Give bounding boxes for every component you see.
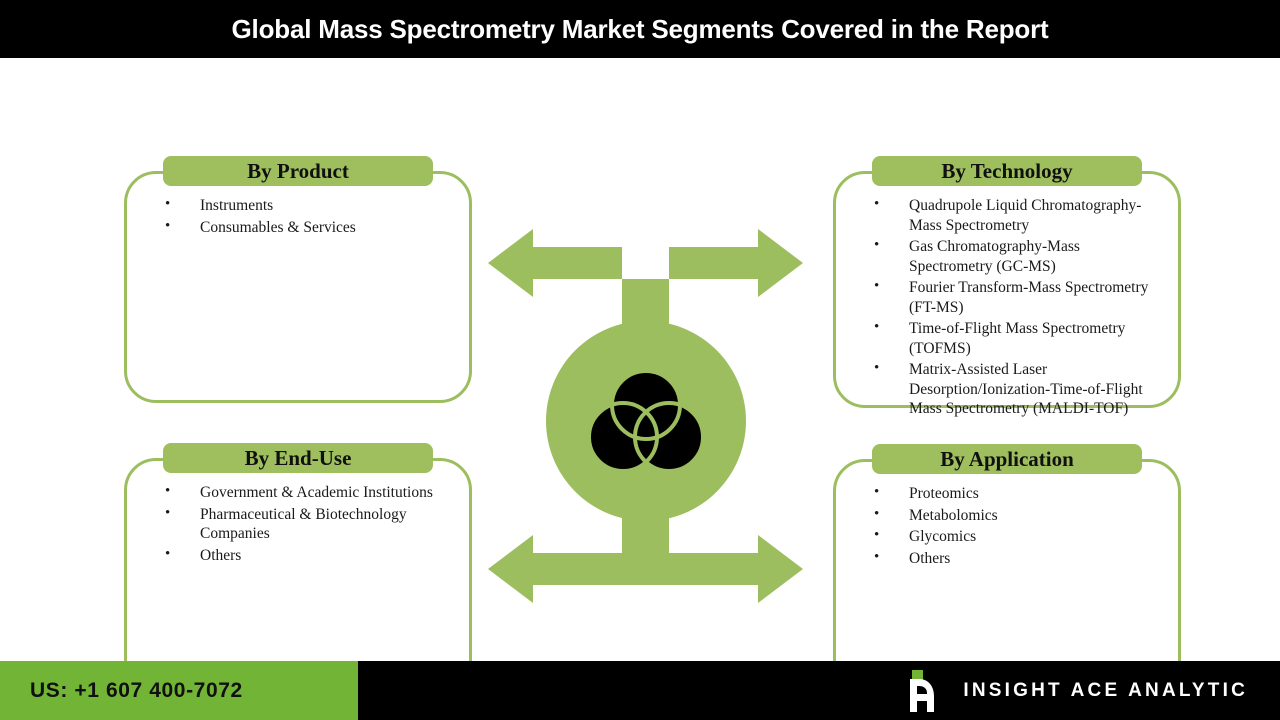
footer-phone-number: US: +1 607 400-7072 [30,678,243,702]
diagram-canvas: By Product Instruments Consumables & Ser… [0,58,1280,692]
double-headed-horizontal-arrow-icon [488,501,803,603]
segment-card-application-header: By Application [872,444,1142,474]
insight-ace-logo-icon [899,668,945,714]
segment-card-enduse-body: Government & Academic Institutions Pharm… [127,482,469,567]
list-item: Fourier Transform-Mass Spectrometry (FT-… [854,277,1164,317]
segment-list-enduse: Government & Academic Institutions Pharm… [145,482,455,566]
segment-card-product-title: By Product [247,158,349,183]
segment-card-technology-body: Quadrupole Liquid Chromatography-Mass Sp… [836,195,1178,421]
list-item: Proteomics [854,483,1164,504]
list-item: Others [854,548,1164,569]
page-title-bar: Global Mass Spectrometry Market Segments… [0,0,1280,58]
segment-card-enduse: By End-Use Government & Academic Institu… [124,443,472,692]
list-item: Quadrupole Liquid Chromatography-Mass Sp… [854,195,1164,235]
segment-card-enduse-title: By End-Use [244,445,352,470]
list-item: Matrix-Assisted Laser Desorption/Ionizat… [854,359,1164,419]
segment-card-technology: By Technology Quadrupole Liquid Chromato… [833,156,1181,417]
list-item: Gas Chromatography-Mass Spectrometry (GC… [854,236,1164,276]
segment-card-application: By Application Proteomics Metabolomics G… [833,444,1181,692]
footer-brand: INSIGHT ACE ANALYTIC [899,661,1248,720]
center-hub [546,321,746,521]
double-headed-horizontal-arrow-icon [488,229,803,331]
list-item: Government & Academic Institutions [145,482,455,503]
segment-card-product: By Product Instruments Consumables & Ser… [124,156,472,403]
venn-diagram-icon [590,369,702,473]
brand-name-text: INSIGHT ACE ANALYTIC [963,679,1248,701]
footer-phone-block: US: +1 607 400-7072 [0,661,358,720]
list-item: Glycomics [854,526,1164,547]
list-item: Pharmaceutical & Biotechnology Companies [145,504,455,544]
page-footer: US: +1 607 400-7072 INSIGHT ACE ANALYTIC [0,661,1280,720]
segment-list-application: Proteomics Metabolomics Glycomics Others [854,483,1164,569]
segment-list-technology: Quadrupole Liquid Chromatography-Mass Sp… [854,195,1164,419]
segment-card-product-header: By Product [163,156,433,186]
list-item: Consumables & Services [145,217,455,238]
list-item: Metabolomics [854,505,1164,526]
page-title: Global Mass Spectrometry Market Segments… [231,13,1049,44]
bottom-connector-arrow [488,501,803,616]
brand-logo-glyph [910,669,935,712]
segment-list-product: Instruments Consumables & Services [145,195,455,238]
list-item: Others [145,545,455,566]
segment-card-application-title: By Application [940,446,1074,471]
segment-card-product-body: Instruments Consumables & Services [127,195,469,239]
list-item: Instruments [145,195,455,216]
segment-card-technology-title: By Technology [941,158,1073,183]
segment-card-application-body: Proteomics Metabolomics Glycomics Others [836,483,1178,570]
top-connector-arrow [488,221,803,336]
list-item: Time-of-Flight Mass Spectrometry (TOFMS) [854,318,1164,358]
segment-card-enduse-header: By End-Use [163,443,433,473]
segment-card-technology-header: By Technology [872,156,1142,186]
